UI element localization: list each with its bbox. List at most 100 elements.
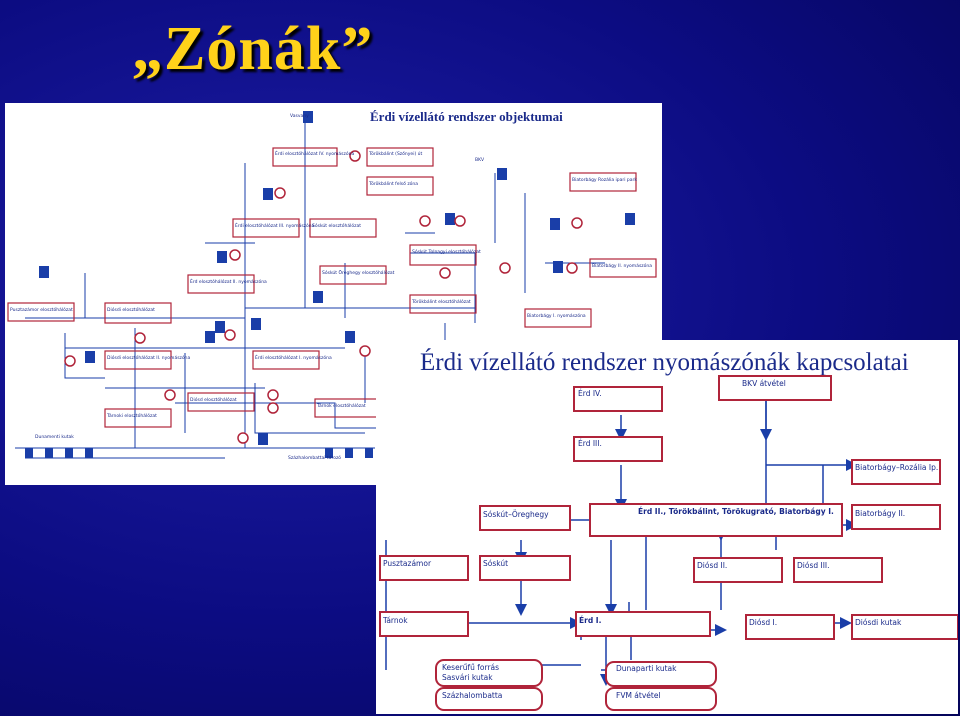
zone-label: Sóskút–Öreghegy — [483, 510, 549, 519]
node-label: Diósdi elosztóhálózat — [107, 306, 155, 313]
objects-diagram-title: Érdi vízellátó rendszer objektumai — [370, 109, 563, 124]
zone-box-diosd3 — [793, 557, 883, 583]
pump-icon — [349, 150, 361, 162]
node-label: Vasvany — [290, 113, 309, 119]
node-boxes — [7, 147, 657, 428]
box — [187, 274, 255, 294]
box — [569, 172, 637, 192]
node-label: Sóskút Öreghegy elosztóhálózat — [322, 269, 395, 276]
tank-icon — [25, 448, 33, 458]
tank-icon — [497, 168, 507, 180]
tank-icon — [217, 251, 227, 263]
zone-label: Sasvári kutak — [442, 673, 493, 682]
tank-icon — [258, 433, 268, 445]
node-label: Diósd elosztóhálózat — [190, 396, 237, 403]
node-label: Százhalombattai tározó — [288, 454, 341, 461]
node-label: Tárnoki elosztóhálózat — [106, 412, 157, 419]
zone-box-sosoreg — [479, 505, 571, 531]
zone-box-erd1 — [575, 611, 711, 637]
zone-box-keseru — [435, 659, 543, 687]
tank-icon — [313, 291, 323, 303]
pump-icon — [224, 329, 236, 341]
box — [524, 308, 592, 328]
zone-box-erd3 — [573, 436, 663, 462]
tank-icon — [345, 448, 353, 458]
zone-box-fvm — [605, 687, 717, 711]
pump-icon — [274, 187, 286, 199]
zone-label: Tárnok — [382, 616, 408, 625]
pump-icon — [419, 215, 431, 227]
tank-icon — [85, 351, 95, 363]
tank-symbols — [25, 111, 635, 458]
zone-box-tarnok — [379, 611, 469, 637]
zone-box-diosd1 — [745, 614, 835, 640]
zone-box-erd4 — [573, 386, 663, 412]
zone-label: Érd II., Törökbálint, Törökugrató, Biato… — [638, 507, 834, 516]
zone-label: Biatorbágy–Rozália Ip. — [855, 463, 938, 472]
node-label: Érdi elosztóhálózat IV. nyomászóna — [275, 149, 354, 157]
node-label: Érdi elosztóhálózat I. nyomászóna — [255, 353, 332, 361]
node-label: Törökbálint (Szőnyei) út — [368, 150, 422, 157]
tank-icon — [215, 321, 225, 333]
zone-box-szazhalom — [435, 687, 543, 711]
node-label: Törökbálint elosztóhálózat — [411, 298, 471, 305]
zone-label: Érd IV. — [578, 389, 602, 398]
node-label: Tárnok elosztóhálózat — [316, 402, 366, 409]
pump-icon — [499, 262, 511, 274]
zone-label: Diósd I. — [749, 618, 777, 627]
zone-label: Sóskút — [483, 559, 508, 568]
objects-diagram-svg: Érdi vízellátó rendszer objektumai Érdi … — [7, 109, 657, 461]
zone-label: Diósdi kutak — [855, 618, 902, 627]
zones-diagram-svg: Érdi vízellátó rendszer nyomászónák kapc… — [379, 348, 958, 711]
pump-icon — [64, 355, 76, 367]
tank-icon — [39, 266, 49, 278]
tank-icon — [85, 448, 93, 458]
pump-icon — [359, 345, 371, 357]
tank-icon — [345, 331, 355, 343]
pump-icon — [237, 432, 249, 444]
zone-label: Érd I. — [579, 616, 602, 625]
box — [104, 408, 172, 428]
tank-icon — [65, 448, 73, 458]
tank-icon — [45, 448, 53, 458]
node-label: Biatorbágy I. nyomászóna — [527, 312, 586, 319]
tank-icon — [365, 448, 373, 458]
box — [187, 392, 255, 412]
node-label: Pusztazámor elosztóhálózat — [10, 306, 73, 313]
zone-box-biat2 — [851, 504, 941, 530]
slide-title: „Zónák” — [132, 15, 374, 83]
node-label: Törökbálint felső zóna — [368, 180, 418, 187]
pump-icon — [267, 389, 279, 401]
zone-box-soskut — [479, 555, 571, 581]
box — [409, 294, 477, 314]
box — [252, 350, 320, 370]
zone-label: Dunaparti kutak — [616, 664, 677, 673]
node-label: Diósdi elosztóhálózat II. nyomászóna — [107, 354, 191, 361]
node-label: Biatorbágy II. nyomászóna — [592, 262, 652, 269]
tank-icon — [325, 448, 333, 458]
zone-box-dunaparti — [605, 661, 717, 687]
box — [319, 265, 387, 285]
zone-label: Pusztazámor — [383, 559, 432, 568]
zone-label: BKV átvétel — [742, 379, 786, 388]
tank-icon — [625, 213, 635, 225]
tank-icon — [303, 111, 313, 123]
box — [589, 258, 657, 278]
pump-icon — [566, 262, 578, 274]
objects-diagram: Érdi vízellátó rendszer objektumai Érdi … — [5, 103, 662, 485]
box — [366, 176, 434, 196]
node-label: Sóskút Tolnagyi elosztóhálózat — [412, 248, 481, 255]
pump-icon — [229, 249, 241, 261]
zone-label: Keserűfű forrás — [442, 663, 499, 672]
tank-icon — [263, 188, 273, 200]
zone-label: FVM átvétel — [616, 691, 661, 700]
pump-icon — [134, 332, 146, 344]
tank-icon — [550, 218, 560, 230]
zone-label: Diósd II. — [697, 561, 727, 570]
tank-icon — [251, 318, 261, 330]
tank-icon — [205, 331, 215, 343]
node-label: Sóskút elosztóhálózat — [312, 222, 361, 229]
zone-box-bkv — [718, 375, 832, 401]
zone-box-biatro — [851, 459, 941, 485]
pump-icon — [571, 217, 583, 229]
